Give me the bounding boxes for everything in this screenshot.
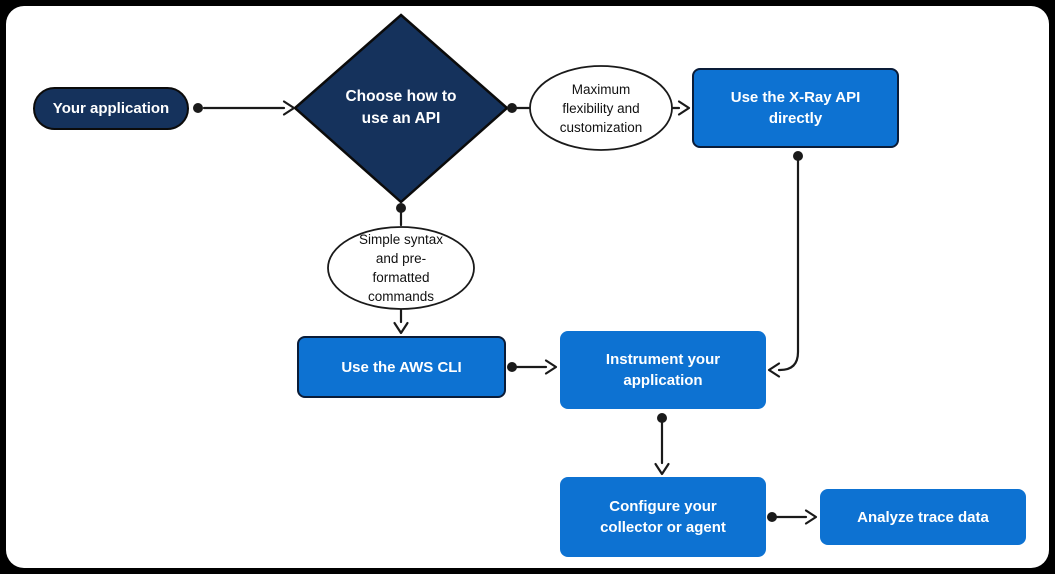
node-use-xray-api: Use the X-Ray API directly <box>692 68 899 148</box>
node-use-aws-cli: Use the AWS CLI <box>297 336 506 398</box>
node-analyze-trace-data: Analyze trace data <box>820 489 1026 545</box>
edge-label-simple-syntax: Simple syntax and pre- formatted command… <box>358 232 444 304</box>
node-your-application: Your application <box>33 87 189 130</box>
node-configure-collector: Configure your collector or agent <box>560 477 766 557</box>
node-choose-api-label: Choose how to use an API <box>345 88 457 127</box>
node-instrument-application: Instrument your application <box>560 331 766 409</box>
edge-label-max-flexibility: Maximum flexibility and customization <box>559 81 643 135</box>
